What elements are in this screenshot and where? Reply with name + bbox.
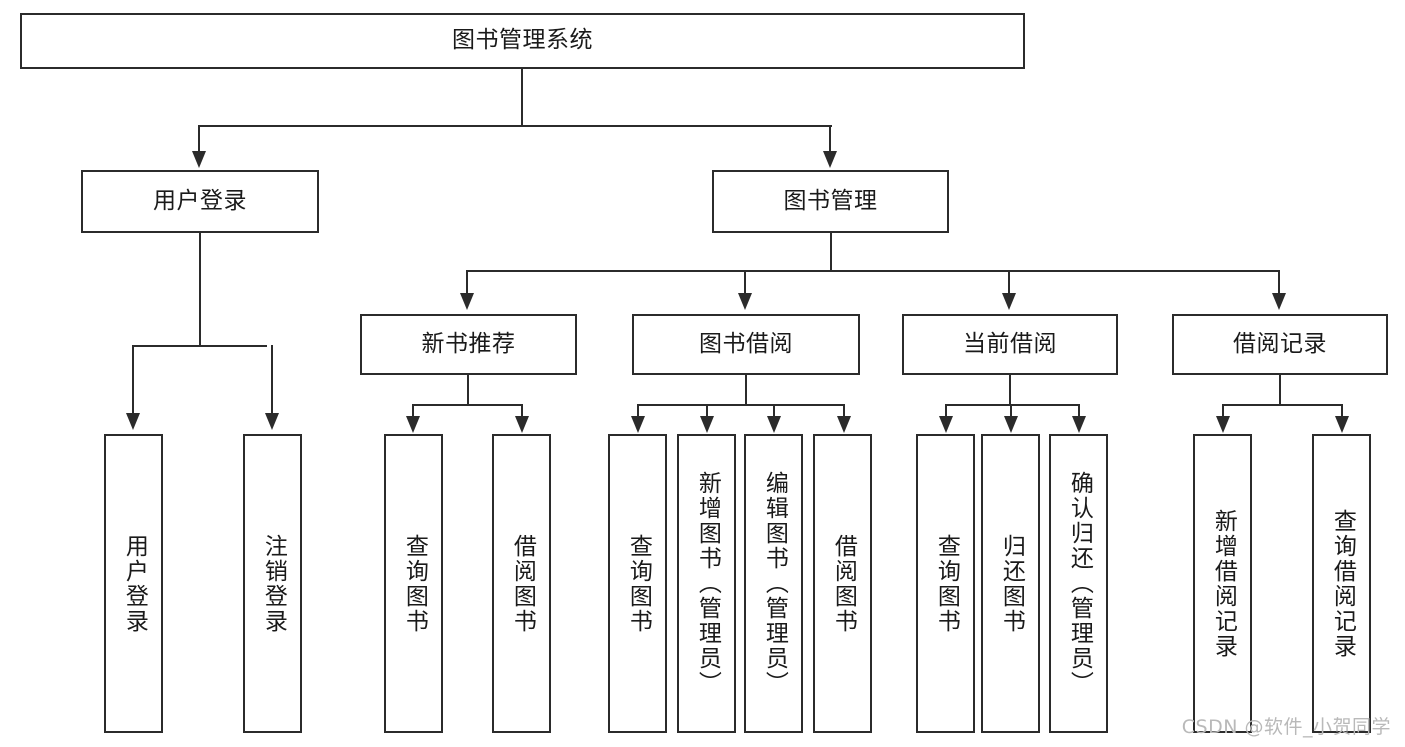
- connector-user-login-to-leaf-2: [271, 345, 273, 415]
- leaf-book-borrow-add-label: 新增图书（管理员）: [694, 471, 721, 696]
- connector-book-borrow-to-leaf-2: [706, 404, 708, 418]
- connector-borrow-record-stem: [1279, 375, 1281, 405]
- connector-new-book-bus: [412, 404, 523, 406]
- connector-current-borrow-bus: [945, 404, 1079, 406]
- leaf-new-book-borrow-label: 借阅图书: [509, 533, 536, 634]
- arrow-borrow-record-to-leaf-1: [1216, 416, 1230, 433]
- arrow-user-login-to-leaf-1: [126, 413, 140, 430]
- connector-borrow-record-to-leaf-2: [1341, 404, 1343, 418]
- leaf-book-borrow-edit-label: 编辑图书（管理员）: [761, 471, 788, 696]
- connector-root-to-user-login: [198, 125, 200, 153]
- leaf-current-borrow-query[interactable]: 查询图书: [916, 434, 975, 733]
- leaf-user-login-login-label: 用户登录: [121, 533, 148, 634]
- leaf-book-borrow-query-label: 查询图书: [625, 533, 652, 634]
- connector-borrow-record-to-leaf-1: [1222, 404, 1224, 418]
- node-borrow-record-label: 借阅记录: [1233, 330, 1327, 357]
- arrow-current-borrow-to-leaf-1: [939, 416, 953, 433]
- leaf-user-login-logout-label: 注销登录: [260, 533, 287, 634]
- node-book-management-label: 图书管理: [783, 187, 878, 214]
- leaf-book-borrow-borrow-label: 借阅图书: [830, 533, 857, 634]
- connector-root-bus: [198, 125, 832, 127]
- arrow-current-borrow-to-leaf-2: [1004, 416, 1018, 433]
- leaf-borrow-record-query-label: 查询借阅记录: [1329, 508, 1356, 659]
- node-current-borrow-label: 当前借阅: [963, 330, 1057, 357]
- connector-book-borrow-to-leaf-4: [843, 404, 845, 418]
- connector-book-mgmt-stem: [830, 233, 832, 271]
- connector-user-login-to-leaf-1: [132, 345, 134, 415]
- leaf-current-borrow-return-label: 归还图书: [998, 533, 1025, 634]
- arrow-book-borrow-to-leaf-3: [767, 416, 781, 433]
- connector-new-book-to-leaf-2: [521, 404, 523, 418]
- node-current-borrow[interactable]: 当前借阅: [902, 314, 1118, 375]
- connector-book-mgmt-to-borrow-record: [1278, 270, 1280, 295]
- leaf-borrow-record-add[interactable]: 新增借阅记录: [1193, 434, 1252, 733]
- arrow-book-mgmt-to-current-borrow: [1002, 293, 1016, 310]
- node-book-borrow[interactable]: 图书借阅: [632, 314, 860, 375]
- leaf-borrow-record-query[interactable]: 查询借阅记录: [1312, 434, 1371, 733]
- connector-borrow-record-bus: [1222, 404, 1342, 406]
- node-root-system[interactable]: 图书管理系统: [20, 13, 1025, 69]
- connector-book-mgmt-to-current-borrow: [1008, 270, 1010, 295]
- node-borrow-record[interactable]: 借阅记录: [1172, 314, 1388, 375]
- connector-user-login-bus: [132, 345, 267, 347]
- leaf-book-borrow-edit[interactable]: 编辑图书（管理员）: [744, 434, 803, 733]
- connector-current-borrow-to-leaf-2: [1010, 404, 1012, 418]
- arrow-borrow-record-to-leaf-2: [1335, 416, 1349, 433]
- connector-book-mgmt-bus: [466, 270, 1278, 272]
- connector-book-borrow-stem: [745, 375, 747, 405]
- arrow-book-borrow-to-leaf-4: [837, 416, 851, 433]
- node-book-management[interactable]: 图书管理: [712, 170, 949, 233]
- node-root-system-label: 图书管理系统: [452, 27, 593, 54]
- connector-current-borrow-stem: [1009, 375, 1011, 405]
- arrow-new-book-to-leaf-1: [406, 416, 420, 433]
- leaf-user-login-login[interactable]: 用户登录: [104, 434, 163, 733]
- connector-new-book-to-leaf-1: [412, 404, 414, 418]
- connector-root-to-book-mgmt: [829, 125, 831, 153]
- connector-book-borrow-to-leaf-1: [637, 404, 639, 418]
- leaf-book-borrow-add[interactable]: 新增图书（管理员）: [677, 434, 736, 733]
- leaf-new-book-query[interactable]: 查询图书: [384, 434, 443, 733]
- node-user-login-label: 用户登录: [153, 187, 247, 214]
- connector-new-book-stem: [467, 375, 469, 405]
- connector-current-borrow-to-leaf-3: [1078, 404, 1080, 418]
- connector-book-mgmt-to-new-book: [466, 270, 468, 295]
- arrow-root-to-user-login: [192, 151, 206, 168]
- node-new-book-recommend-label: 新书推荐: [421, 330, 516, 357]
- connector-root-stem: [521, 69, 523, 126]
- connector-current-borrow-to-leaf-1: [945, 404, 947, 418]
- leaf-current-borrow-return[interactable]: 归还图书: [981, 434, 1040, 733]
- leaf-new-book-query-label: 查询图书: [401, 533, 428, 634]
- node-user-login[interactable]: 用户登录: [81, 170, 319, 233]
- leaf-current-borrow-confirm-label: 确认归还（管理员）: [1066, 471, 1093, 696]
- connector-book-borrow-bus: [637, 404, 845, 406]
- leaf-book-borrow-query[interactable]: 查询图书: [608, 434, 667, 733]
- node-book-borrow-label: 图书借阅: [699, 330, 793, 357]
- arrow-new-book-to-leaf-2: [515, 416, 529, 433]
- leaf-borrow-record-add-label: 新增借阅记录: [1210, 508, 1237, 659]
- arrow-book-mgmt-to-new-book: [460, 293, 474, 310]
- leaf-user-login-logout[interactable]: 注销登录: [243, 434, 302, 733]
- connector-book-borrow-to-leaf-3: [773, 404, 775, 418]
- node-new-book-recommend[interactable]: 新书推荐: [360, 314, 577, 375]
- arrow-user-login-to-leaf-2: [265, 413, 279, 430]
- connector-book-mgmt-to-book-borrow: [744, 270, 746, 295]
- leaf-book-borrow-borrow[interactable]: 借阅图书: [813, 434, 872, 733]
- connector-user-login-stem: [199, 233, 201, 346]
- leaf-current-borrow-query-label: 查询图书: [933, 533, 960, 634]
- arrow-book-borrow-to-leaf-1: [631, 416, 645, 433]
- arrow-book-borrow-to-leaf-2: [700, 416, 714, 433]
- arrow-book-mgmt-to-borrow-record: [1272, 293, 1286, 310]
- leaf-current-borrow-confirm[interactable]: 确认归还（管理员）: [1049, 434, 1108, 733]
- arrow-book-mgmt-to-book-borrow: [738, 293, 752, 310]
- leaf-new-book-borrow[interactable]: 借阅图书: [492, 434, 551, 733]
- arrow-root-to-book-mgmt: [823, 151, 837, 168]
- arrow-current-borrow-to-leaf-3: [1072, 416, 1086, 433]
